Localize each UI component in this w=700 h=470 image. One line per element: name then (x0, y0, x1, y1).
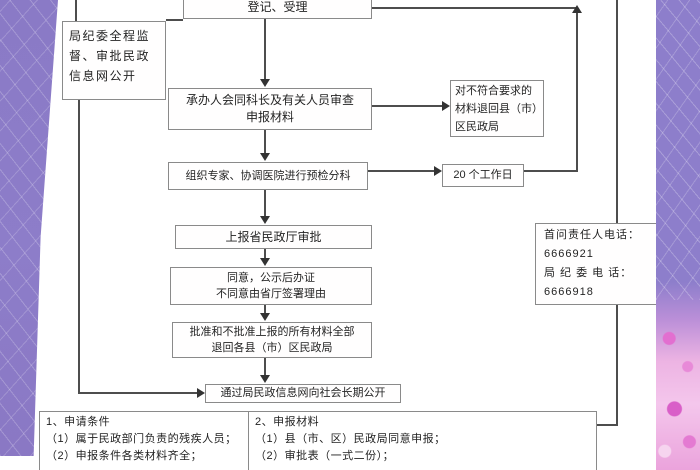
box-approval-return: 批准和不批准上报的所有材料全部 退回各县（市）区民政局 (172, 322, 372, 358)
connector-top-feedback-v (576, 13, 578, 172)
box-decision-line2: 不同意由省厅签署理由 (216, 288, 326, 300)
box-discipline-supervision: 局纪委全程监督、审批民政信息网公开 (62, 21, 166, 100)
connector-right-to-table (597, 424, 618, 426)
box-decision: 同意，公示后办证 不同意由省厅签署理由 (170, 267, 372, 305)
left-purple-border-decoration (0, 0, 58, 456)
box-registration-label: 登记、受理 (247, 0, 308, 14)
box-working-days-label: 20 个工作日 (453, 169, 513, 181)
connector-top-feedback-h (371, 7, 578, 9)
connector-left-feedback-h (78, 392, 197, 394)
conditions-table: 1、申请条件 （1）属于民政部门负责的残疾人员； （2）申报条件各类材料齐全； … (39, 411, 597, 470)
box-discipline-supervision-label: 局纪委全程监督、审批民政信息网公开 (69, 29, 151, 83)
arrow-down-icon (260, 216, 270, 224)
box-approval-return-line1: 批准和不批准上报的所有材料全部 (189, 326, 355, 338)
box-publish: 通过局民政信息网向社会长期公开 (205, 384, 401, 403)
arrow-down-icon (260, 313, 270, 321)
arrow-up-icon (572, 5, 582, 13)
connector-organize-to-report (264, 190, 266, 216)
box-contact-phones: 首问责任人电话： 6666921 局 纪 委 电 话： 6666918 (535, 223, 662, 305)
conditions-item: （2）申报条件各类材料齐全； (46, 450, 203, 462)
right-purple-flower-border-decoration (656, 0, 700, 470)
connector-decision-to-approval (264, 305, 266, 313)
connector-top-left-stub (75, 0, 77, 21)
connector-right-long-top (616, 0, 618, 223)
arrow-down-icon (260, 79, 270, 87)
box-return-materials-line1: 对不符合要求的 (455, 84, 532, 97)
arrow-right-icon (442, 101, 450, 111)
materials-header: 2、申报材料 (255, 416, 320, 428)
box-organize-experts-label: 组织专家、协调医院进行预检分科 (185, 169, 351, 182)
connector-leftbox-to-topbox (166, 19, 183, 21)
phone-label-duty: 首问责任人电话： (544, 229, 640, 241)
connector-right-long-bottom (616, 305, 618, 426)
arrow-down-icon (260, 375, 270, 383)
box-registration: 登记、受理 (183, 0, 372, 19)
box-material-review: 承办人会同科长及有关人员审查 申报材料 (168, 88, 372, 130)
box-publish-label: 通过局民政信息网向社会长期公开 (220, 387, 386, 399)
box-working-days: 20 个工作日 (442, 164, 524, 187)
box-return-materials: 对不符合要求的 材料退回县（市） 区民政局 (450, 80, 544, 137)
conditions-header: 1、申请条件 (46, 416, 111, 428)
arrow-down-icon (260, 258, 270, 266)
materials-item: （2）审批表（一式二份）； (255, 450, 395, 462)
box-return-materials-line3: 区民政局 (455, 120, 499, 133)
arrow-right-icon (434, 166, 442, 176)
connector-review-to-organize (264, 130, 266, 153)
connector-top-to-review (264, 19, 266, 79)
connector-report-to-decision (264, 249, 266, 258)
connector-organize-to-days (367, 170, 434, 172)
box-organize-experts: 组织专家、协调医院进行预检分科 (168, 162, 368, 190)
conditions-item: （1）属于民政部门负责的残疾人员； (46, 433, 237, 445)
box-report-province: 上报省民政厅审批 (175, 225, 372, 249)
materials-item: （1）县（市、区）民政局同意申报； (255, 433, 446, 445)
arrow-right-icon (197, 388, 205, 398)
connector-left-feedback-v (78, 100, 80, 393)
materials-cell: 2、申报材料 （1）县（市、区）民政局同意申报； （2）审批表（一式二份）； (249, 412, 596, 470)
box-report-province-label: 上报省民政厅审批 (225, 229, 322, 244)
connector-review-to-return (371, 105, 442, 107)
phone-number-discipline: 6666918 (544, 286, 594, 298)
connector-days-feedback-h (523, 170, 578, 172)
box-decision-line1: 同意，公示后办证 (227, 272, 315, 284)
box-approval-return-line2: 退回各县（市）区民政局 (211, 342, 333, 354)
arrow-down-icon (260, 153, 270, 161)
phone-number-duty: 6666921 (544, 248, 594, 260)
phone-label-discipline: 局 纪 委 电 话： (544, 267, 633, 279)
right-border-line-pattern (656, 0, 700, 300)
conditions-cell: 1、申请条件 （1）属于民政部门负责的残疾人员； （2）申报条件各类材料齐全； (40, 412, 249, 470)
box-material-review-line2: 申报材料 (245, 110, 294, 124)
box-material-review-line1: 承办人会同科长及有关人员审查 (185, 93, 354, 107)
connector-approval-to-publish (264, 358, 266, 375)
box-return-materials-line2: 材料退回县（市） (455, 102, 543, 115)
